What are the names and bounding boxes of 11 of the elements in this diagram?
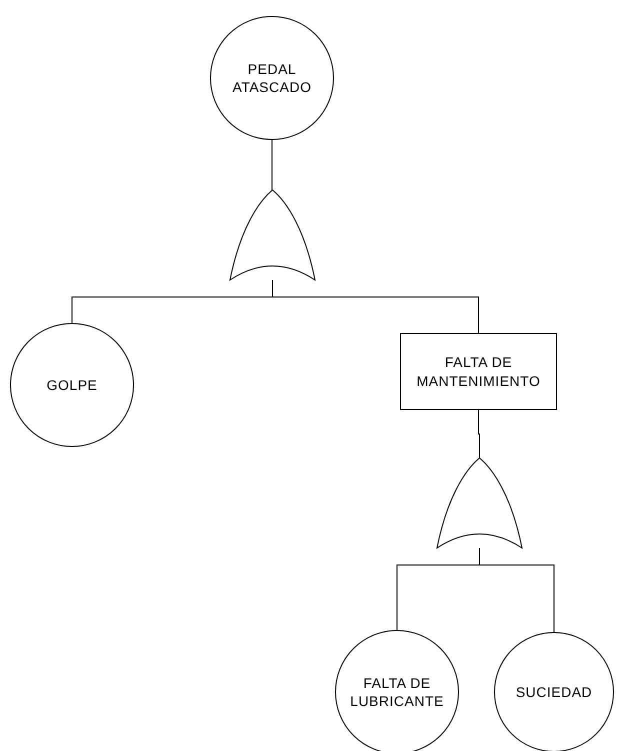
event-label: GOLPE — [46, 376, 98, 394]
or-gate — [230, 190, 316, 280]
or-gate — [436, 458, 522, 548]
event-box — [400, 333, 557, 410]
event-label: FALTA DE MANTENIMIENTO — [416, 353, 542, 390]
connector-line — [272, 280, 479, 334]
connector-line — [479, 548, 554, 632]
event-label: PEDAL ATASCADO — [232, 60, 312, 96]
event-label: FALTA DE LUBRICANTE — [349, 674, 445, 710]
connector-line — [478, 410, 480, 458]
event-label: SUCIEDAD — [516, 682, 592, 702]
